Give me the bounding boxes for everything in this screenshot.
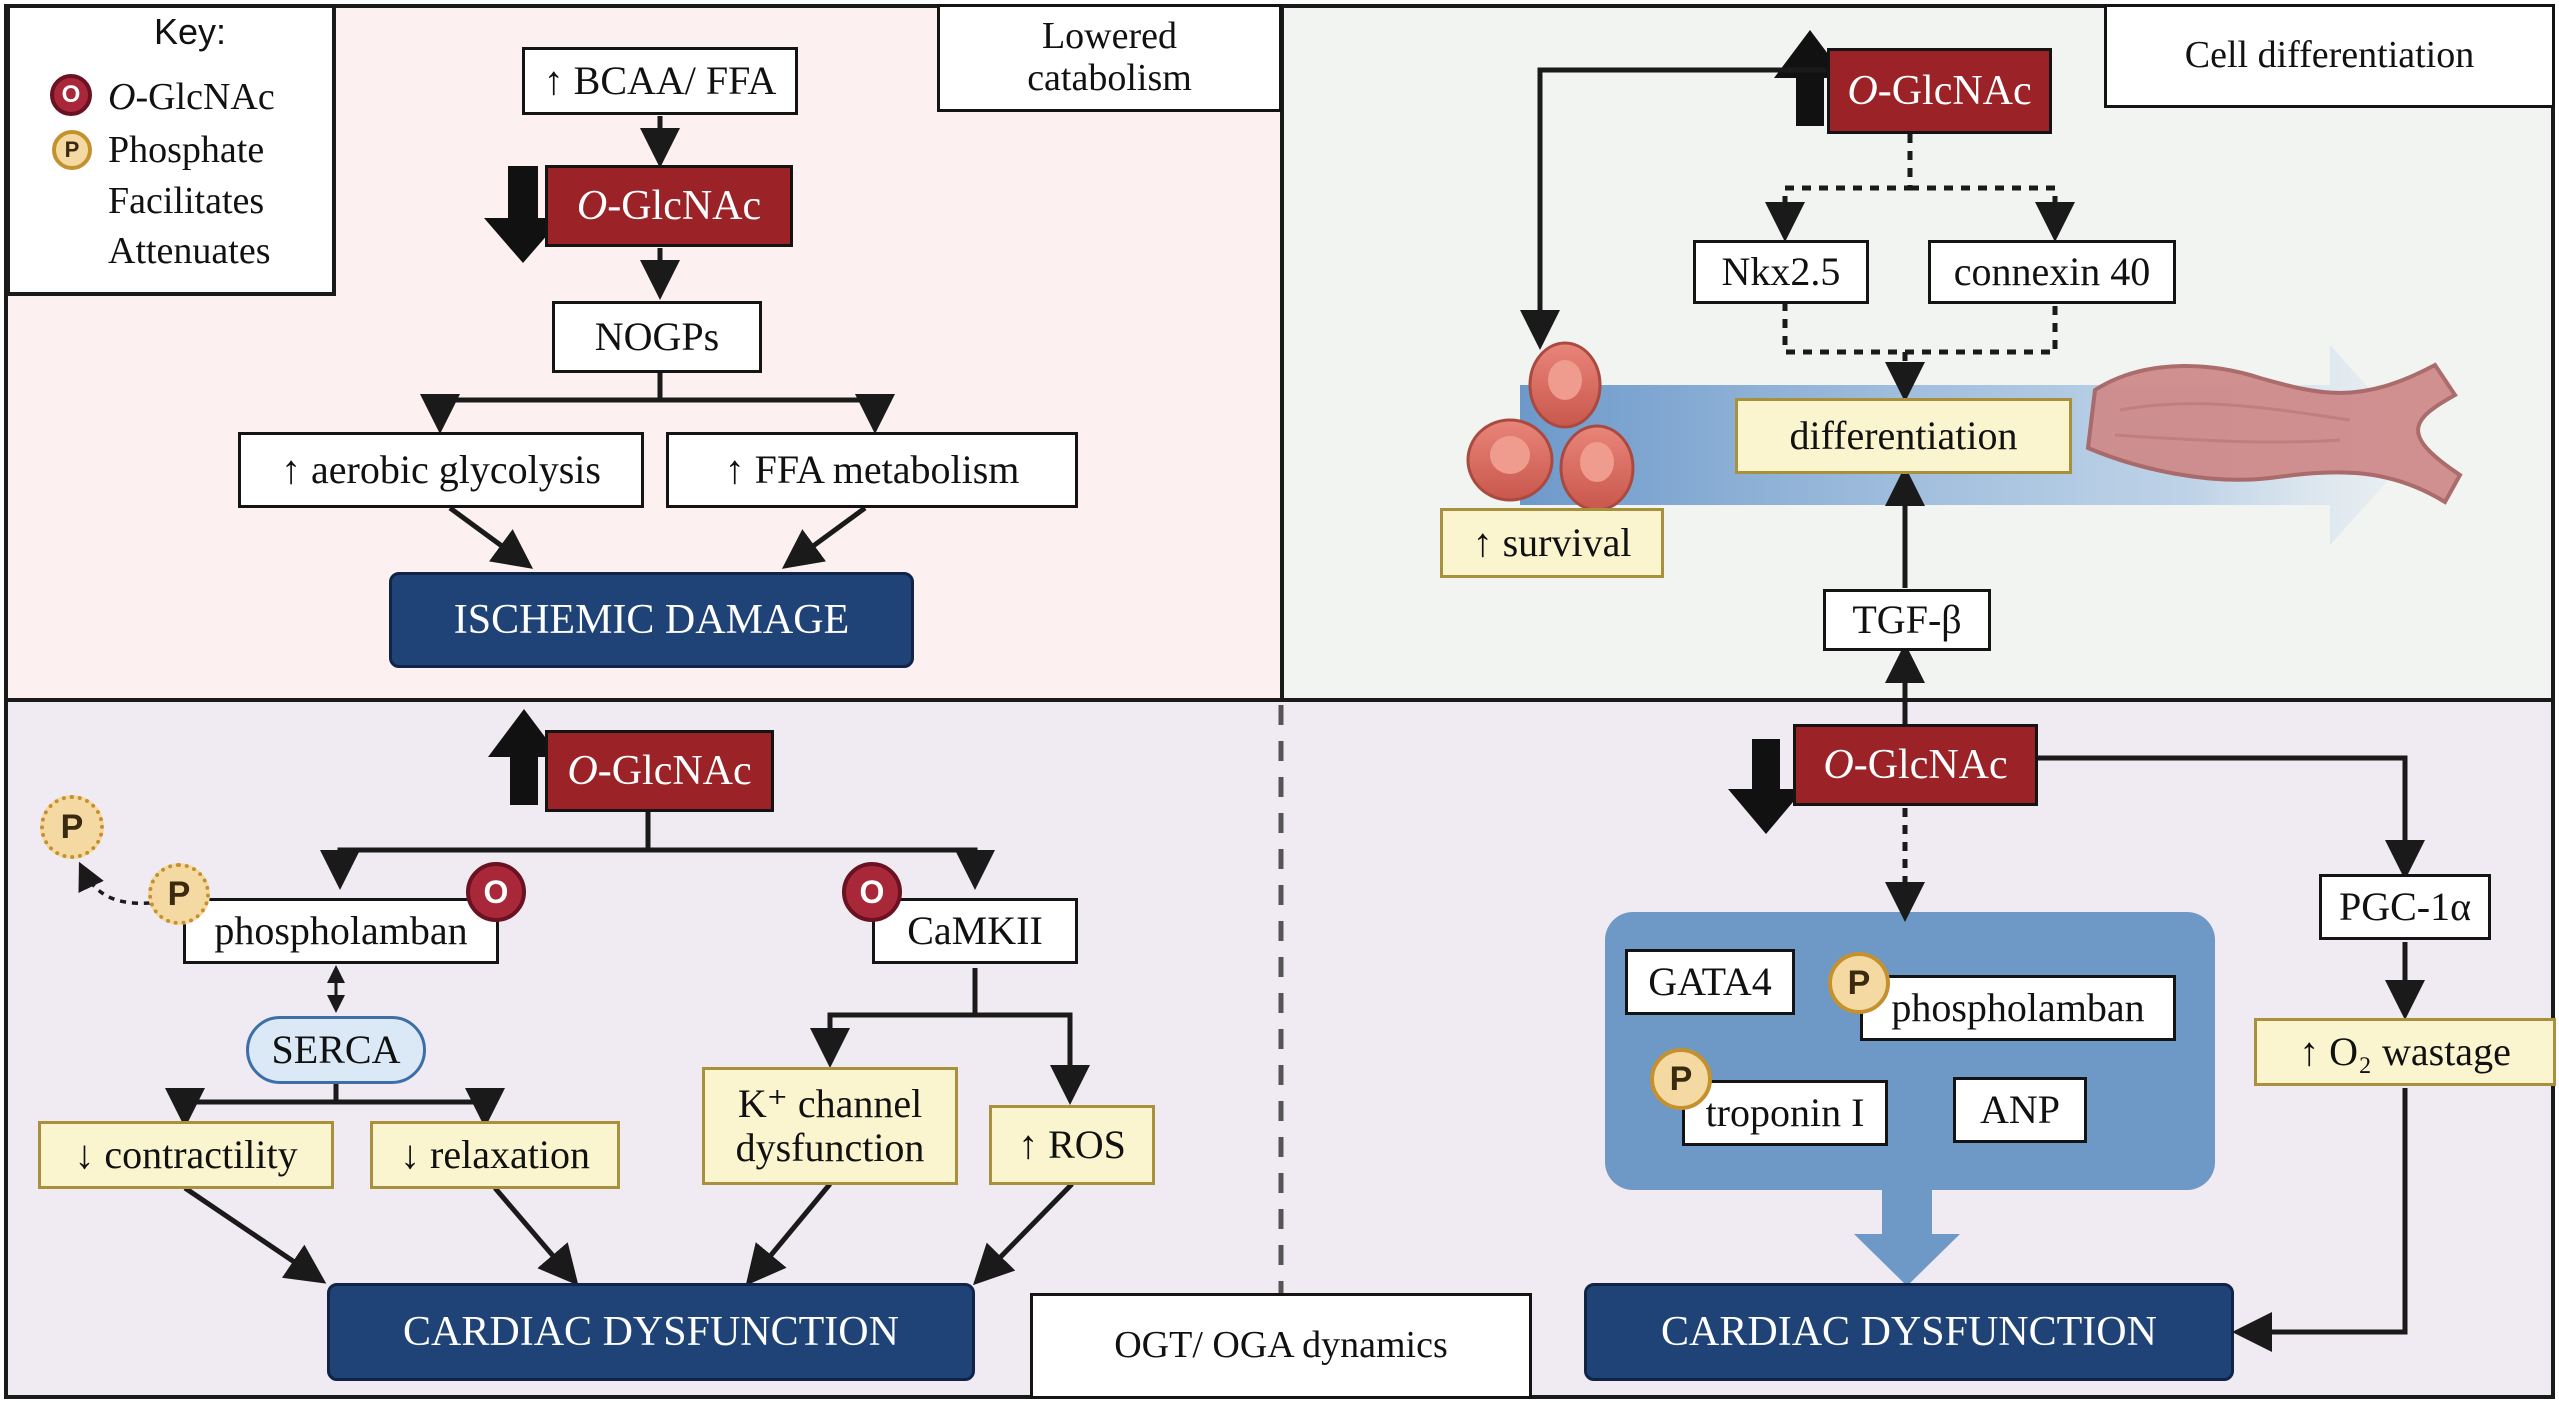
decrease-arrow-icon [1728,739,1804,834]
decrease-arrow-icon [484,166,562,263]
dashed-merge-line [1782,302,2058,355]
node-o-glcnac-increase: O-GlcNAc [545,730,774,812]
node-connexin-40: connexin 40 [1928,240,2176,304]
node-relaxation: ↓ relaxation [370,1121,620,1189]
node-o-glcnac-decrease: O-GlcNAc [545,165,793,247]
arrow-glcnac-to-camkii [648,847,995,890]
node-ffa-metabolism: ↑ FFA metabolism [666,432,1078,508]
arrow-glcnac-to-phospholamban [320,812,651,890]
arrow-ffa-to-ischemic [781,505,867,569]
node-troponin-i: troponin I [1682,1080,1888,1146]
arrow-phosphate-release [78,861,151,905]
node-tgf-beta: TGF-β [1823,589,1991,651]
node-differentiation: differentiation [1735,398,2072,474]
key-o-glcnac: O-GlcNAc [108,76,275,118]
arrow-glcnac-to-nkx [1765,134,1913,242]
node-survival: ↑ survival [1440,508,1664,578]
o-glcnac-icon: O [842,862,902,922]
arrow-contractility-to-cardiac [183,1185,327,1284]
node-o-glcnac-increase: O-GlcNAc [1827,48,2052,134]
o-glcnac-icon: O [466,862,526,922]
node-phospholamban: phospholamban [183,898,499,964]
node-gata4: GATA4 [1625,949,1795,1015]
node-aerobic-glycolysis: ↑ aerobic glycolysis [238,432,644,508]
label-cell-differentiation: Cell differentiation [2104,4,2555,108]
node-ischemic-damage: ISCHEMIC DAMAGE [389,572,914,668]
key-phosphate: Phosphate [108,129,265,171]
node-phospholamban-p: phospholamban [1860,975,2176,1041]
node-cardiac-dysfunction: CARDIAC DYSFUNCTION [1584,1283,2234,1381]
cardiomyocyte-illustration [2085,362,2463,505]
stem-cells-illustration [1466,341,1635,512]
complex-to-cardiac-arrow [1854,1190,1960,1286]
arrow-camkii-to-ros [975,1012,1090,1105]
released-phosphate-icon: P [40,795,104,859]
phosphate-icon: P [148,863,210,925]
phosphate-icon: P [52,130,92,170]
node-k-channel-dysfunction: K⁺ channel dysfunction [702,1067,958,1185]
arrow-ros-to-cardiac [973,1182,1074,1286]
arrow-nogps-to-aerobic [420,373,663,434]
arrow-glcnac-to-pgc [2035,755,2425,880]
o-glcnac-icon: O [50,74,92,116]
node-nkx2-5: Nkx2.5 [1693,240,1869,304]
increase-arrow-icon [488,709,560,805]
phosphate-icon: P [1828,952,1890,1014]
phosphate-icon: P [1650,1048,1712,1110]
key-title: Key: [153,11,227,53]
arrow-o2-to-cardiac [2232,1088,2408,1352]
node-pgc-1alpha: PGC-1α [2319,874,2491,940]
arrow-aerobic-to-ischemic [448,505,534,569]
node-nogps: NOGPs [552,301,762,373]
arrow-camkii-to-kchannel [810,968,978,1068]
arrow-relaxation-to-cardiac [493,1186,579,1286]
node-serca: SERCA [246,1016,426,1084]
node-anp: ANP [1953,1077,2087,1143]
arrow-glcnac-to-survival [1520,67,1826,350]
label-lowered-catabolism: Lowered catabolism [937,4,1282,112]
arrow-kchannel-to-cardiac [745,1182,832,1286]
arrow-serca-to-relaxation [336,1088,505,1128]
key-attenuates: Attenuates [108,230,271,272]
node-cardiac-dysfunction: CARDIAC DYSFUNCTION [327,1283,975,1381]
node-contractility: ↓ contractility [38,1121,334,1189]
label-ogt-oga-dynamics: OGT/ OGA dynamics [1030,1293,1532,1399]
arrow-nogps-to-ffa [660,394,895,434]
node-bcaa-ffa: ↑ BCAA/ FFA [522,47,798,115]
node-o2-wastage: ↑ O₂ wastage [2254,1018,2556,1086]
node-ros: ↑ ROS [989,1105,1155,1185]
node-camkii: CaMKII [872,898,1078,964]
arrow-glcnac-to-connexin [1910,185,2075,242]
key-facilitates: Facilitates [108,180,265,222]
node-o-glcnac-decrease: O-GlcNAc [1793,724,2038,806]
arrow-serca-to-contractility [165,1084,339,1128]
